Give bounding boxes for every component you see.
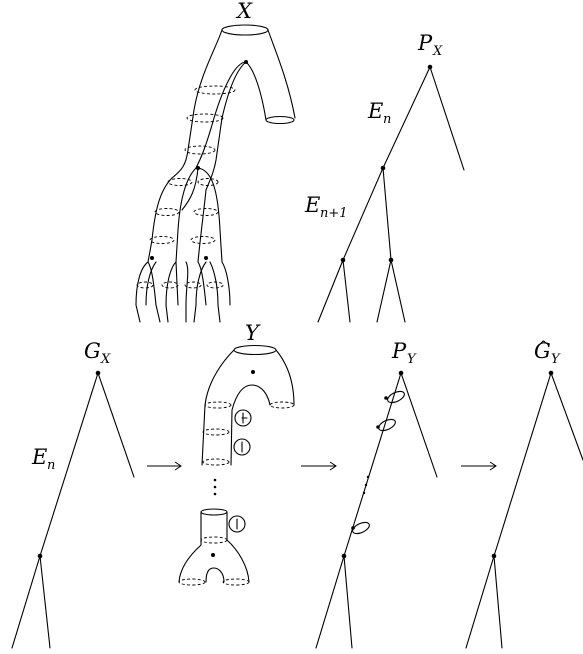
px-edge-branch <box>382 167 392 261</box>
label-y: Y <box>245 321 261 345</box>
px-edge-right <box>429 66 465 171</box>
svg-text:E: E <box>304 193 320 217</box>
svg-text:X: X <box>100 352 111 367</box>
label-e-n-bottom: E n <box>31 445 55 473</box>
label-p-x: P X <box>417 31 443 59</box>
px-edge-en1 <box>342 167 384 261</box>
svg-text:P: P <box>417 31 433 55</box>
surface-x <box>135 24 296 323</box>
svg-text:n: n <box>383 112 391 127</box>
svg-text:^: ^ <box>538 339 549 354</box>
svg-text:Y: Y <box>551 352 561 367</box>
surface-y <box>178 344 295 586</box>
tree-g-x <box>11 370 135 649</box>
arrow-3 <box>461 461 497 471</box>
label-g-x: G X <box>84 339 111 367</box>
label-p-y: P Y <box>391 339 417 367</box>
svg-text:P: P <box>391 339 407 363</box>
svg-text:n+1: n+1 <box>320 206 348 221</box>
tree-p-x <box>317 64 465 323</box>
tree-g-y-hat <box>465 370 583 649</box>
svg-text:G: G <box>84 339 101 363</box>
label-g-y-hat: ^ G Y <box>534 339 561 367</box>
svg-text:G: G <box>534 339 551 363</box>
label-e-n1: E n+1 <box>304 193 348 221</box>
arrow-1 <box>147 461 182 471</box>
svg-text:Y: Y <box>407 352 417 367</box>
svg-text:n: n <box>47 458 55 473</box>
label-e-n-top: E n <box>367 99 391 127</box>
svg-text:X: X <box>432 44 443 59</box>
label-x: X <box>235 0 253 23</box>
arrow-2 <box>301 461 337 471</box>
px-edge-en <box>382 66 431 169</box>
svg-text:E: E <box>31 445 47 469</box>
svg-text:E: E <box>367 99 383 123</box>
tree-p-y <box>315 370 438 649</box>
